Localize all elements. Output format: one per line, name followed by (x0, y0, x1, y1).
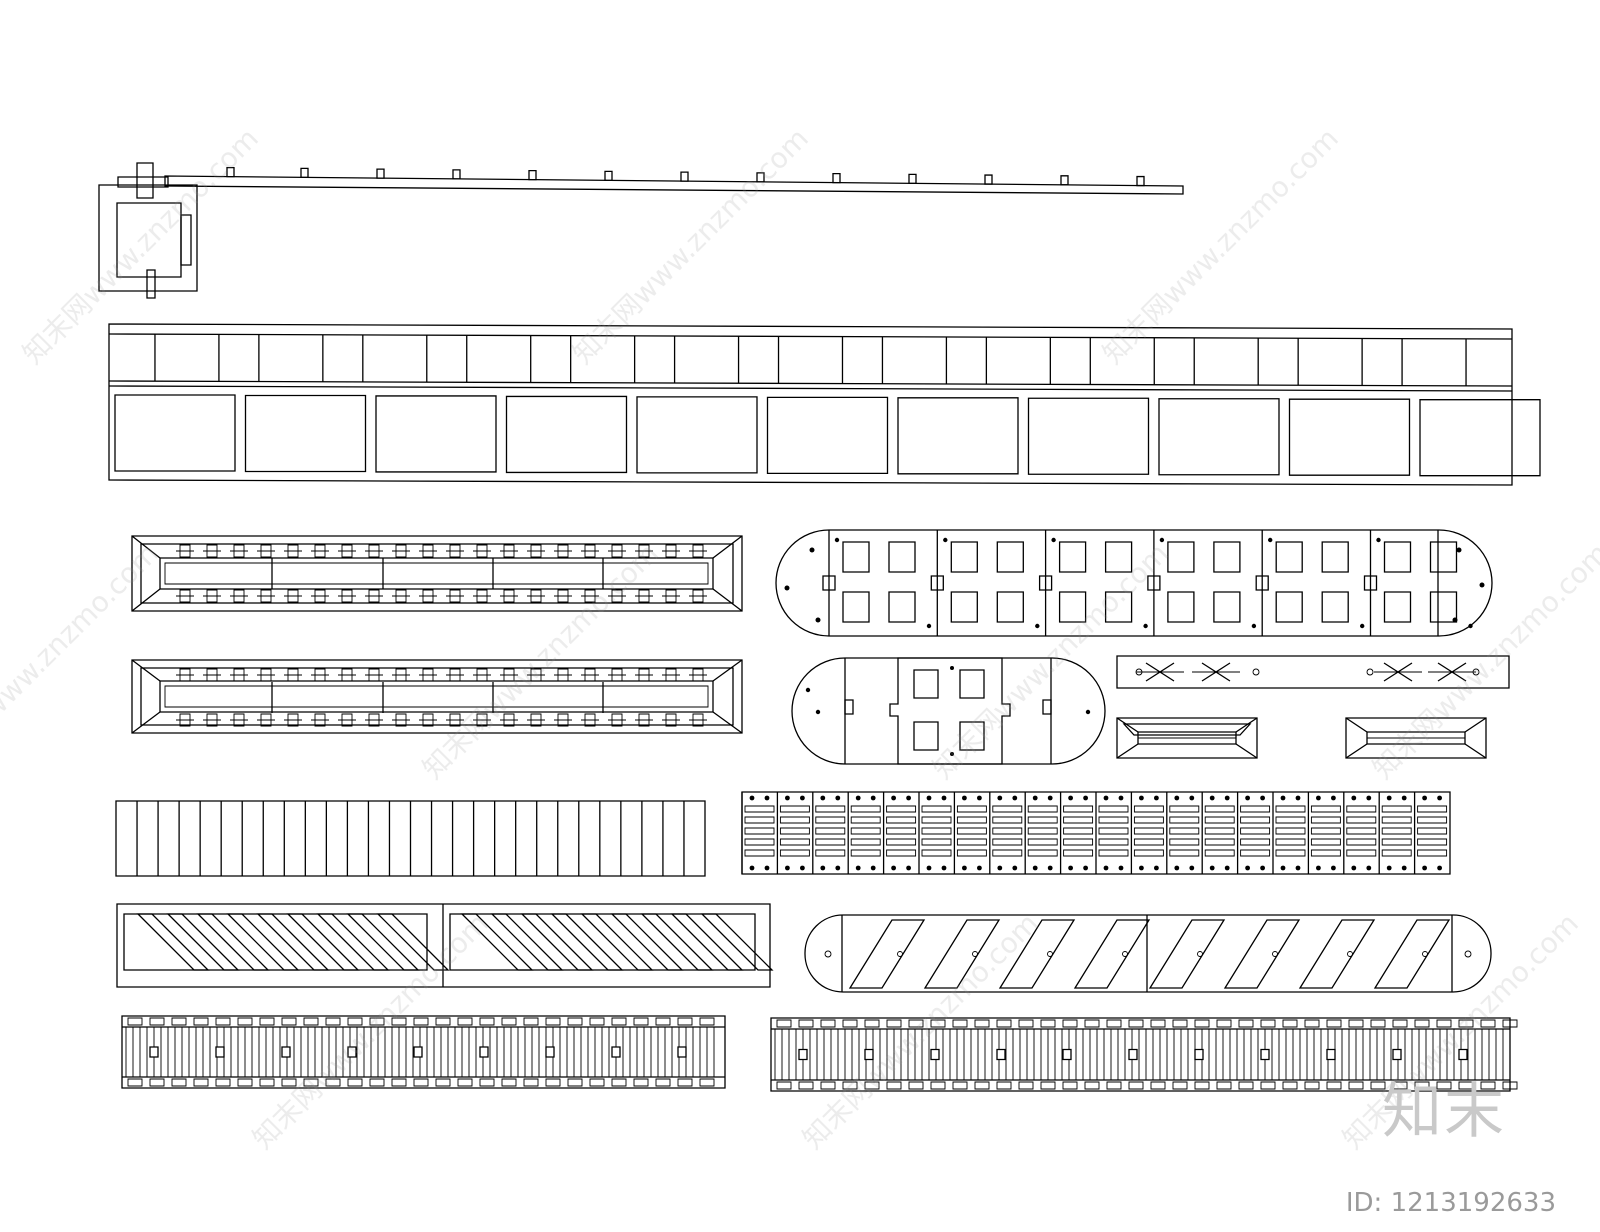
rubber-bump-frame-a (132, 536, 742, 611)
rounded-diagonal-hump (805, 915, 1491, 992)
speed-hump-rounded-small (792, 658, 1105, 764)
slotted-rubber-mat-left (122, 1016, 725, 1088)
rubber-block-small-right (1346, 718, 1486, 758)
rubber-bump-frame-b (132, 660, 742, 733)
speed-hump-rounded-large (776, 530, 1492, 636)
slotted-rubber-mat-right (771, 1018, 1517, 1091)
striped-slat-panel (116, 801, 705, 876)
brand-logo: 知末 (1382, 1077, 1506, 1147)
barrier-fence-panel (109, 324, 1540, 485)
diagonal-stripe-hump (117, 904, 772, 987)
modular-rubber-strip (742, 792, 1450, 874)
boom-barrier-gate (99, 163, 1183, 298)
image-id-label: ID: 1213192633 (1345, 1188, 1556, 1218)
rubber-block-small-left (1117, 718, 1257, 758)
arrow-divider-strip (1117, 656, 1509, 688)
